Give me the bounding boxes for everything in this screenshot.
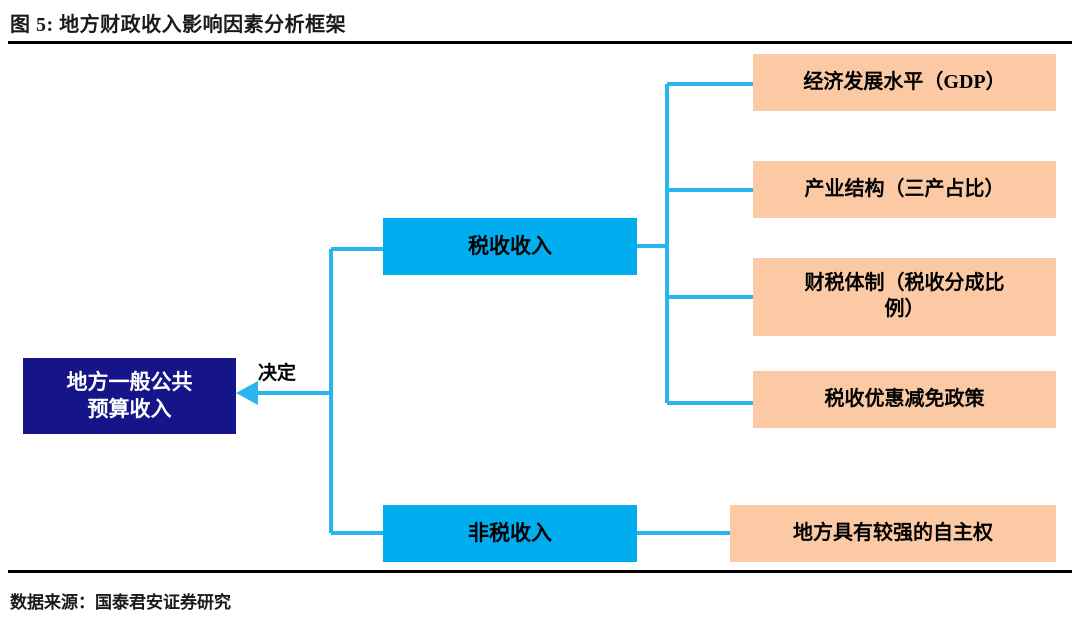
node-label-line2: 预算收入 xyxy=(87,397,172,421)
source-note: 数据来源：国泰君安证券研究 xyxy=(10,593,231,612)
node-economic-development-gdp[interactable]: 经济发展水平（GDP） xyxy=(753,54,1056,111)
node-tax-revenue[interactable]: 税收收入 xyxy=(383,218,637,275)
node-label: 经济发展水平（GDP） xyxy=(803,70,1006,93)
node-label: 地方具有较强的自主权 xyxy=(793,521,993,544)
node-local-strong-autonomy[interactable]: 地方具有较强的自主权 xyxy=(730,505,1056,562)
node-industrial-structure[interactable]: 产业结构（三产占比） xyxy=(753,161,1056,218)
title-divider-rule xyxy=(8,41,1072,44)
node-label: 产业结构（三产占比） xyxy=(804,177,1005,200)
node-label-line1: 地方一般公共 xyxy=(66,370,193,395)
edge-label-determines: 决定 xyxy=(258,363,297,384)
node-label-line1: 财税体制（税收分成比 xyxy=(804,272,1005,295)
node-label-line2: 例） xyxy=(884,298,925,320)
arrowhead-to-root xyxy=(236,381,258,405)
node-local-general-public-budget-revenue[interactable]: 地方一般公共 预算收入 xyxy=(23,358,236,434)
node-label: 非税收入 xyxy=(468,521,552,546)
node-label: 税收优惠减免政策 xyxy=(824,387,985,410)
node-tax-incentive-policies[interactable]: 税收优惠减免政策 xyxy=(753,371,1056,428)
node-fiscal-tax-system[interactable]: 财税体制（税收分成比 例） xyxy=(753,258,1056,336)
node-label: 税收收入 xyxy=(468,234,552,259)
page-title: 图 5: 地方财政收入影响因素分析框架 xyxy=(10,14,347,36)
source-divider-rule xyxy=(8,570,1072,573)
node-label: 地方一般公共 预算收入 xyxy=(67,369,193,423)
node-label: 财税体制（税收分成比 例） xyxy=(805,271,1005,322)
node-non-tax-revenue[interactable]: 非税收入 xyxy=(383,505,637,562)
